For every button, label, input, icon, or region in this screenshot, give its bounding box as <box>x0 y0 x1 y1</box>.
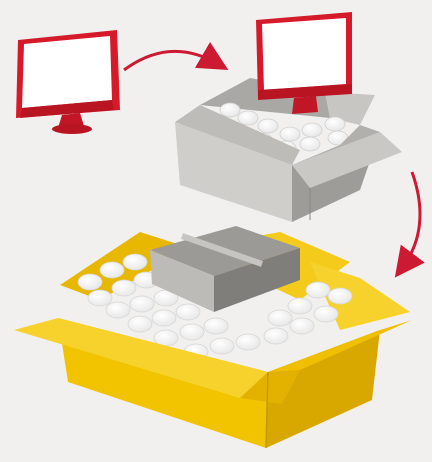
gray-box-with-monitor-icon <box>175 12 402 222</box>
yellow-box-with-gray-box-icon <box>14 226 412 448</box>
curved-arrow-icon <box>402 172 420 268</box>
curved-arrow-icon <box>124 51 218 70</box>
monitor-icon <box>16 30 120 134</box>
